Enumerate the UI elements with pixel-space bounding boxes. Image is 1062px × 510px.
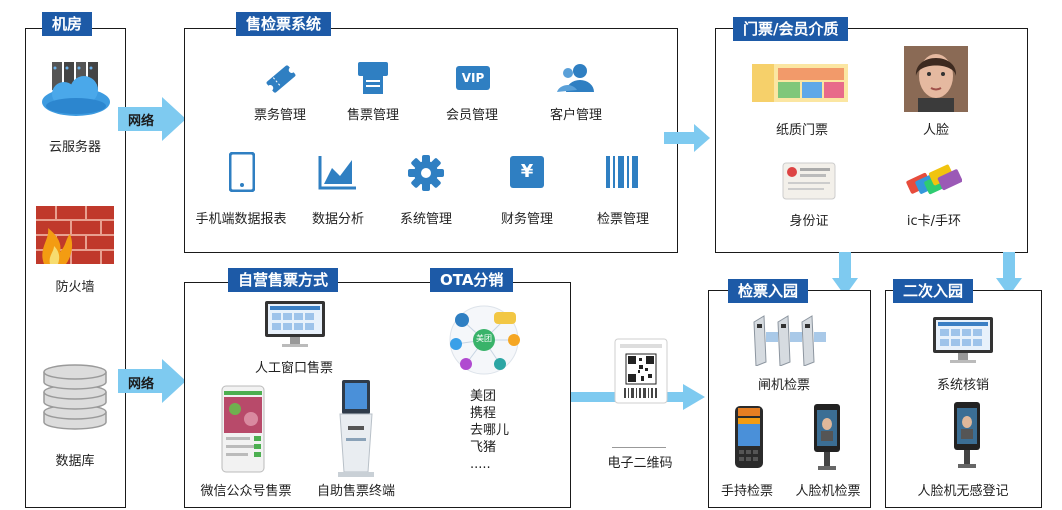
ota-channel-meituan: 美团 xyxy=(470,389,497,404)
ticket-system-panel xyxy=(184,28,678,253)
ota-center-logo-label: 美团 xyxy=(476,334,492,343)
ota-channel-qunar: 去哪儿 xyxy=(470,423,510,438)
ticket-printer-icon xyxy=(358,62,388,94)
window-terminal-icon xyxy=(265,301,325,347)
ota-title: OTA分销 xyxy=(430,268,514,292)
qr-code-label: 电子二维码 xyxy=(607,456,673,471)
checkin-title: 检票入园 xyxy=(728,279,809,303)
users-icon xyxy=(557,64,594,92)
module-sales-management: 售票管理 xyxy=(346,108,399,123)
checkin-handheld-label: 手持检票 xyxy=(720,484,773,499)
network-label-top: 网络 xyxy=(128,114,155,129)
handheld-device-image xyxy=(735,406,763,468)
face-registration-terminal-image xyxy=(954,402,980,468)
ota-channel-more: ..... xyxy=(470,457,491,472)
checkin-gate-label: 闸机检票 xyxy=(757,378,810,393)
firewall-icon xyxy=(36,206,114,264)
module-check-management: 检票管理 xyxy=(596,212,649,227)
self-sale-title: 自营售票方式 xyxy=(228,268,339,292)
module-mobile-report: 手机端数据报表 xyxy=(195,212,287,227)
id-card-image xyxy=(782,162,836,200)
media-title: 门票/会员介质 xyxy=(733,17,849,41)
network-arrow-top xyxy=(118,97,186,141)
media-id-card-label: 身份证 xyxy=(789,214,829,229)
self-sale-wechat-label: 微信公众号售票 xyxy=(200,484,292,499)
second-entry-title: 二次入园 xyxy=(893,279,974,303)
wechat-phone-image xyxy=(221,385,265,473)
self-service-kiosk-image xyxy=(338,380,374,477)
arrow-media-to-second xyxy=(996,252,1022,296)
module-system-management: 系统管理 xyxy=(399,212,452,227)
paper-ticket-image xyxy=(752,64,848,102)
arrow-media-to-checkin xyxy=(832,252,858,296)
ticket-system-title: 售检票系统 xyxy=(236,12,332,36)
module-finance-management: 财务管理 xyxy=(500,212,553,227)
self-sale-kiosk-label: 自助售票终端 xyxy=(316,484,395,499)
ticket-icon xyxy=(266,65,296,93)
gear-icon xyxy=(408,155,444,191)
module-data-analysis: 数据分析 xyxy=(311,212,364,227)
mobile-phone-icon xyxy=(229,152,255,192)
module-ticket-management: 票务管理 xyxy=(253,108,306,123)
media-paper-ticket-label: 纸质门票 xyxy=(775,123,828,138)
ota-logos-cluster xyxy=(449,305,520,375)
cloud-server-label: 云服务器 xyxy=(48,140,101,155)
ota-channel-fliggy: 飞猪 xyxy=(470,440,497,455)
qr-code-ticket-image xyxy=(614,338,668,404)
chart-analysis-icon xyxy=(318,156,356,190)
face-terminal-image xyxy=(814,404,840,470)
ota-channel-ctrip: 携程 xyxy=(470,406,497,421)
module-customer-management: 客户管理 xyxy=(549,108,602,123)
second-system-verify-label: 系统核销 xyxy=(936,378,989,393)
face-image xyxy=(904,46,968,112)
checkin-panel xyxy=(708,290,871,508)
finance-icon: ¥ xyxy=(510,156,544,188)
module-member-management: 会员管理 xyxy=(445,108,498,123)
turnstile-gate-image xyxy=(753,315,826,366)
self-sale-window-label: 人工窗口售票 xyxy=(254,361,333,376)
network-arrow-bottom xyxy=(118,359,186,403)
firewall-label: 防火墙 xyxy=(55,280,95,295)
database-icon xyxy=(43,364,107,430)
cloud-server-icon xyxy=(42,62,110,116)
arrow-sales-to-checkin xyxy=(571,384,705,410)
second-face-register-label: 人脸机无感登记 xyxy=(917,484,1009,499)
system-verify-monitor-image xyxy=(933,317,993,363)
qr-underline xyxy=(612,447,666,448)
database-label: 数据库 xyxy=(55,454,95,469)
arrow-system-to-media xyxy=(664,124,710,152)
ota-channel-list: 美团 携程 去哪儿 飞猪 ..... xyxy=(470,388,509,473)
barcode-icon xyxy=(606,156,638,188)
vip-icon: VIP xyxy=(456,66,490,90)
media-ic-card-label: ic卡/手环 xyxy=(906,214,962,229)
ic-card-bracelet-image xyxy=(906,164,962,195)
server-room-title: 机房 xyxy=(42,12,93,36)
checkin-face-label: 人脸机检票 xyxy=(795,484,861,499)
network-label-bottom: 网络 xyxy=(128,377,155,392)
media-face-label: 人脸 xyxy=(922,123,949,138)
